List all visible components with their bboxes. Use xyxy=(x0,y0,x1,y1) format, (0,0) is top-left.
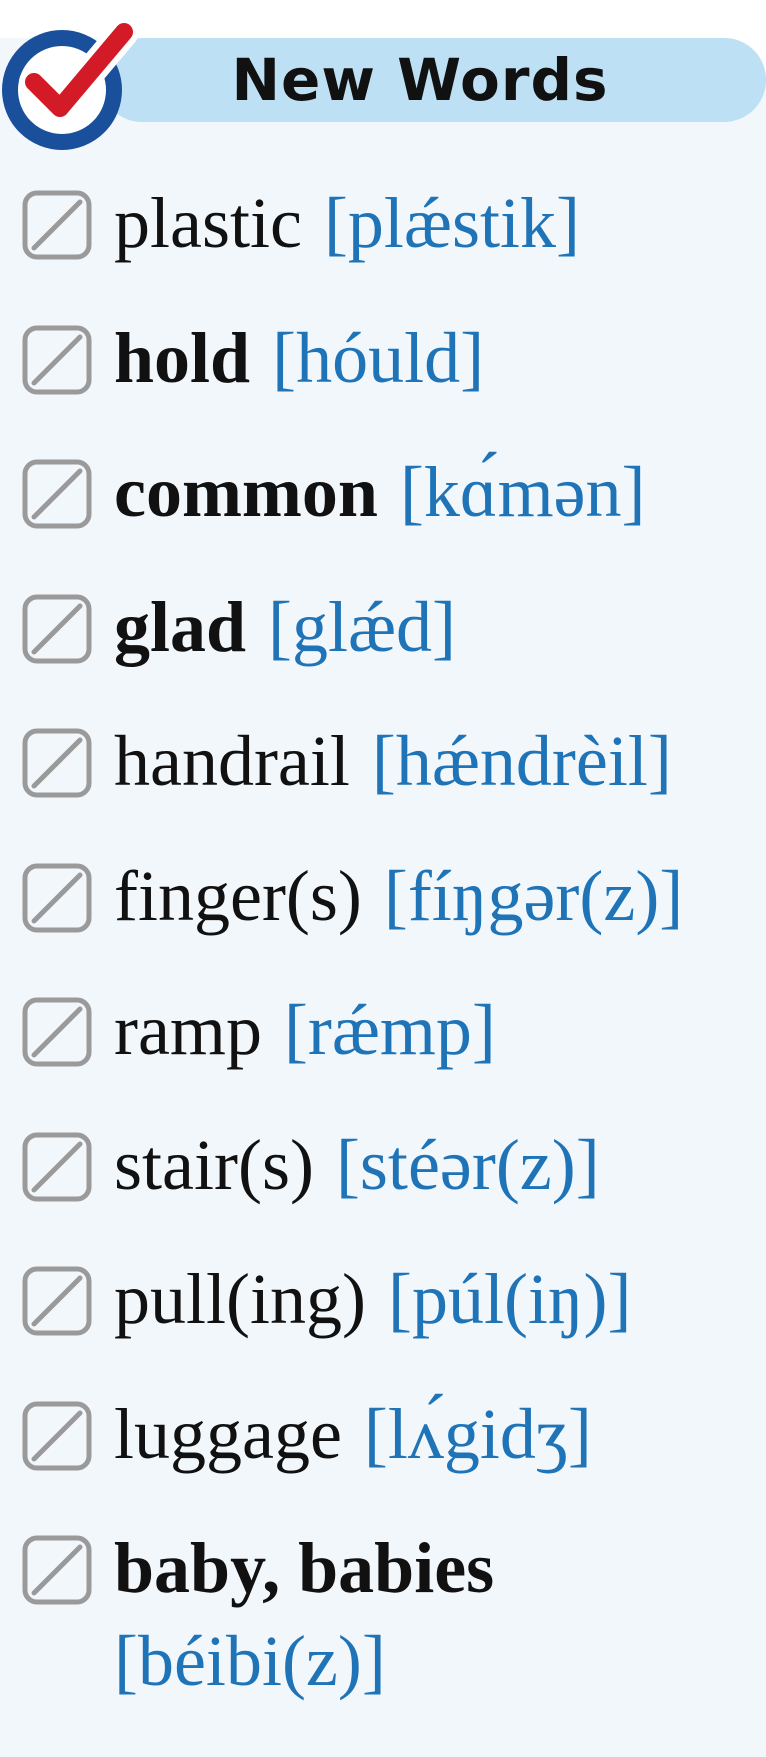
word-text: luggage xyxy=(114,1393,342,1474)
page-title: New Words xyxy=(231,46,609,114)
phonetic-text: [stéər(z)] xyxy=(335,1124,600,1205)
list-item: glad [glǽd] xyxy=(0,572,766,682)
word-entry: stair(s) [stéər(z)] xyxy=(114,1110,600,1220)
phonetic-text: [hǽndrèil] xyxy=(371,721,672,801)
word-text: stair(s) xyxy=(114,1124,314,1205)
word-text: ramp xyxy=(114,990,262,1070)
word-entry: handrail [hǽndrèil] xyxy=(114,706,672,816)
word-list-card xyxy=(0,38,766,1757)
checkbox-slash-icon[interactable] xyxy=(22,1401,92,1471)
list-item: baby, babies xyxy=(0,1513,766,1623)
checkbox-slash-icon[interactable] xyxy=(22,594,92,664)
list-item: luggage [lʌ́gidʒ] xyxy=(0,1379,766,1489)
word-entry: finger(s) [fíŋgər(z)] xyxy=(114,841,683,951)
word-entry: baby, babies xyxy=(114,1513,494,1623)
word-text: common xyxy=(114,452,378,532)
phonetic-text: [kɑ́mən] xyxy=(399,452,646,532)
checkbox-slash-icon[interactable] xyxy=(22,190,92,260)
checkbox-slash-icon[interactable] xyxy=(22,325,92,395)
checkbox-slash-icon[interactable] xyxy=(22,1132,92,1202)
word-text: glad xyxy=(114,586,247,667)
list-item: stair(s) [stéər(z)] xyxy=(0,1110,766,1220)
word-entry: glad [glǽd] xyxy=(114,572,456,682)
phonetic-text: [púl(iŋ)] xyxy=(387,1259,632,1339)
word-entry: luggage [lʌ́gidʒ] xyxy=(114,1379,592,1489)
phonetic-text: [lʌ́gidʒ] xyxy=(363,1393,592,1474)
word-text: plastic xyxy=(114,183,302,263)
checkbox-slash-icon[interactable] xyxy=(22,1535,92,1605)
checkbox-slash-icon[interactable] xyxy=(22,1266,92,1336)
checkmark-circle-icon xyxy=(2,17,139,150)
header-bar xyxy=(100,38,766,122)
word-text: hold xyxy=(114,317,251,398)
checkbox-slash-icon[interactable] xyxy=(22,997,92,1067)
list-item: hold [hóuld] xyxy=(0,303,766,413)
phonetic-text: [hóuld] xyxy=(272,317,485,398)
word-entry: ramp [rǽmp] xyxy=(114,975,496,1085)
word-entry: common [kɑ́mən] xyxy=(114,437,646,547)
list-item: finger(s) [fíŋgər(z)] xyxy=(0,841,766,951)
checkbox-slash-icon[interactable] xyxy=(22,459,92,529)
phonetic-text: [rǽmp] xyxy=(283,990,496,1070)
word-text: baby, babies xyxy=(114,1528,495,1608)
phonetic-text: [glǽd] xyxy=(268,586,457,667)
word-text: pull(ing) xyxy=(114,1259,366,1339)
word-entry: plastic [plǽstik] xyxy=(114,168,580,278)
phonetic-text: [béibi(z)] xyxy=(114,1621,386,1701)
list-item: handrail [hǽndrèil] xyxy=(0,706,766,816)
checkbox-slash-icon[interactable] xyxy=(22,863,92,933)
phonetic-text: [plǽstik] xyxy=(323,183,580,263)
list-item: plastic [plǽstik] xyxy=(0,168,766,278)
checkbox-slash-icon[interactable] xyxy=(22,728,92,798)
list-item: common [kɑ́mən] xyxy=(0,437,766,547)
word-text: finger(s) xyxy=(114,855,362,936)
word-entry: hold [hóuld] xyxy=(114,303,484,413)
word-entry: pull(ing) [púl(iŋ)] xyxy=(114,1244,632,1354)
list-item: ramp [rǽmp] xyxy=(0,975,766,1085)
word-text: handrail xyxy=(114,721,350,801)
phonetic-text: [fíŋgər(z)] xyxy=(383,855,684,936)
list-item: pull(ing) [púl(iŋ)] xyxy=(0,1244,766,1354)
